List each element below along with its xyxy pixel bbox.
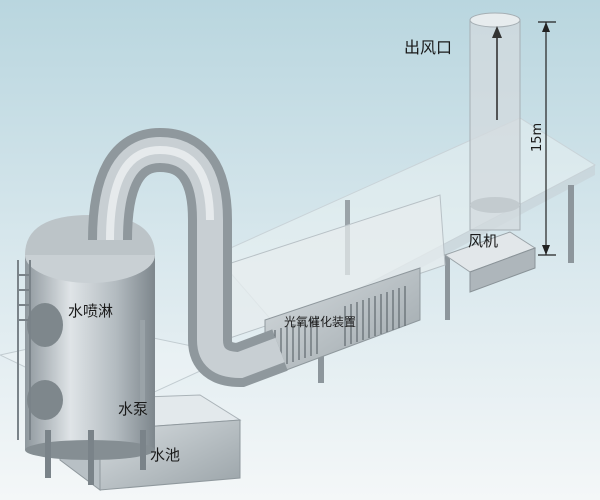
label-pool: 水池 <box>150 446 180 464</box>
spray-tower-body <box>25 255 155 450</box>
ladder <box>17 260 31 440</box>
spray-port <box>27 380 63 420</box>
label-spray: 水喷淋 <box>68 302 113 320</box>
flow-arrow-head <box>492 26 502 38</box>
label-pump: 水泵 <box>118 400 148 418</box>
post <box>445 255 450 320</box>
outlet-stack <box>469 19 521 231</box>
spray-port <box>27 303 63 347</box>
post <box>568 185 574 263</box>
post <box>318 335 324 383</box>
connecting-duct-pipe-shine <box>106 145 214 241</box>
tower-leg <box>45 430 51 478</box>
label-outlet: 出风口 <box>404 38 452 57</box>
tower-leg <box>88 430 94 485</box>
arrow-head <box>542 22 550 32</box>
fan-box-front <box>469 247 536 293</box>
label-height: 15m <box>530 123 545 152</box>
label-fan: 风机 <box>468 232 498 250</box>
tower-leg <box>140 430 146 470</box>
outlet-stack-base <box>470 197 520 213</box>
arrow-head <box>542 245 550 255</box>
outlet-stack-top <box>469 12 521 28</box>
pump-pipe <box>140 320 145 415</box>
label-photo-device: 光氧催化装置 <box>284 315 356 329</box>
